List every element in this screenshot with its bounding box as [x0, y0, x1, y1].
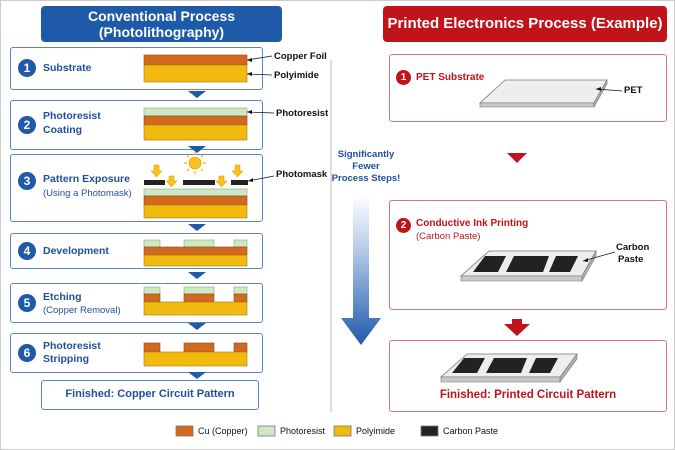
callout-photoresist: Photoresist [276, 108, 329, 119]
photoresist-layer [143, 107, 248, 117]
printed-step-2-label: Conductive Ink Printing [416, 218, 529, 229]
flow-arrow-icon [188, 224, 206, 231]
conventional-header-title: Conventional Process [87, 8, 236, 24]
step-5-number: 5 [18, 294, 36, 312]
conventional-finished-box [41, 380, 259, 410]
printed-step-2-number: 2 [396, 218, 411, 233]
step-2-sublabel: Coating [43, 124, 83, 136]
polyimide-layer [143, 124, 248, 141]
flow-arrow-icon [188, 146, 206, 153]
conventional-process-header: Conventional Process (Photolithography) [41, 6, 282, 42]
red-arrow-icon [504, 319, 530, 336]
printed-process-header: Printed Electronics Process (Example) [383, 6, 667, 42]
polyimide-layer [143, 64, 248, 83]
flow-arrow-icon [188, 272, 206, 279]
printed-finished-label: Finished: Printed Circuit Pattern [439, 389, 617, 401]
printed-step-1-box [389, 54, 667, 122]
red-arrow-icon [507, 153, 527, 163]
conventional-finished-label: Finished: Copper Circuit Pattern [65, 388, 235, 400]
legend-label-carbon: Carbon Paste [443, 426, 499, 436]
legend-label-polyimide: Polyimide [356, 426, 396, 436]
light-source-icon [184, 152, 206, 174]
step-4-number: 4 [18, 242, 36, 260]
callout-carbon-line1: Carbon [616, 242, 650, 253]
legend-swatch-photoresist [257, 425, 276, 437]
callout-copper-foil: Copper Foil [274, 51, 327, 62]
step-5-label: Etching [43, 291, 82, 303]
step-6-label: Photoresist [43, 340, 101, 352]
callout-photomask: Photomask [276, 169, 328, 180]
copper-layer [143, 54, 248, 66]
step-4-label: Development [43, 245, 109, 257]
callout-polyimide: Polyimide [274, 70, 319, 81]
callout-pet: PET [624, 85, 643, 96]
fewer-steps-note: Significantly Fewer Process Steps! [328, 149, 404, 185]
printed-step-1-label: PET Substrate [416, 72, 485, 83]
conventional-header-subtitle: (Photolithography) [98, 24, 225, 40]
legend-swatch-copper [175, 425, 194, 437]
legend-label-copper: Cu (Copper) [198, 426, 248, 436]
carbon-printed-substrate [459, 249, 597, 283]
flow-arrow-icon [188, 372, 206, 379]
legend-swatch-carbon [420, 425, 439, 437]
printed-step-1-number: 1 [396, 70, 411, 85]
pet-substrate [478, 78, 608, 109]
step-3-label: Pattern Exposure [43, 173, 130, 185]
step-5-sublabel: (Copper Removal) [43, 305, 121, 316]
step-1-number: 1 [18, 59, 36, 77]
copper-layer [143, 115, 248, 126]
legend-label-photoresist: Photoresist [280, 426, 326, 436]
printed-header-title: Printed Electronics Process (Example) [387, 15, 663, 32]
step-3-sublabel: (Using a Photomask) [43, 188, 132, 199]
fewer-steps-line2: Fewer [352, 161, 380, 172]
exposure-arrows-icon [150, 164, 244, 188]
legend-swatch-polyimide [333, 425, 352, 437]
photomask-bars [144, 180, 248, 185]
step-6-number: 6 [18, 344, 36, 362]
flow-arrow-icon [188, 323, 206, 330]
callout-carbon-line2: Paste [618, 254, 644, 265]
step-1-label: Substrate [43, 62, 92, 74]
finished-printed-substrate [439, 353, 578, 383]
step-2-label: Photoresist [43, 110, 101, 122]
printed-step-2-sublabel: (Carbon Paste) [416, 231, 481, 242]
big-down-arrow [341, 195, 381, 345]
step-2-number: 2 [18, 116, 36, 134]
fewer-steps-line1: Significantly [337, 149, 395, 160]
fewer-steps-line3: Process Steps! [331, 173, 401, 184]
step-3-number: 3 [18, 172, 36, 190]
flow-arrow-icon [188, 91, 206, 98]
step-6-sublabel: Stripping [43, 353, 90, 365]
